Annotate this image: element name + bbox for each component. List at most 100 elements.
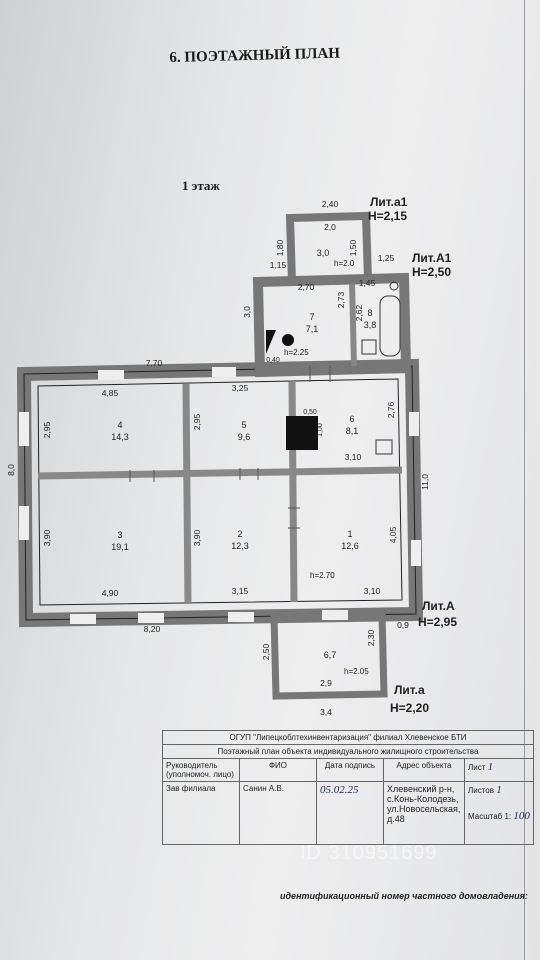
room-7-area: 7,1 <box>306 324 319 334</box>
dim: 11,0 <box>420 474 430 490</box>
stove <box>286 416 318 450</box>
room-8-area: 3,8 <box>364 320 377 330</box>
stamp-role: Зав филиала <box>162 781 240 845</box>
room-7-num: 7 <box>309 312 314 322</box>
dim: 3,0 <box>242 306 252 318</box>
stamp-scale-label: Масштаб 1: <box>468 812 512 821</box>
dim: 2,73 <box>336 291 346 308</box>
room-1-area: 12,6 <box>341 541 359 551</box>
room-4-num: 4 <box>117 420 122 430</box>
room-4-area: 14,3 <box>111 432 129 442</box>
room-1-num: 1 <box>347 529 352 539</box>
dim: 0,50 <box>303 409 317 416</box>
dim: 0,40 <box>266 357 280 364</box>
liter-a1-small-h: Н=2,15 <box>368 209 407 223</box>
height-label: h=2.05 <box>344 667 369 676</box>
liter-a-h: Н=2,20 <box>390 701 429 715</box>
a1-inner-wall <box>349 279 357 367</box>
page-edge-line <box>524 0 525 960</box>
dim: 3,10 <box>364 586 381 596</box>
room-3-area: 19,1 <box>111 542 129 552</box>
dim: 2,95 <box>192 413 202 430</box>
stamp-head-role: Руководитель (уполномоч. лицо) <box>162 758 240 782</box>
liter-a-name: Лит.а <box>394 683 425 697</box>
room-3-num: 3 <box>117 530 122 540</box>
stamp-date: 05.02.25 <box>316 781 384 845</box>
stamp-head-fio: ФИО <box>239 758 317 782</box>
watermark: ID 310951699 <box>300 842 438 864</box>
dim: 2,30 <box>366 629 376 646</box>
room-8-num: 8 <box>367 308 372 318</box>
stamp-head-addr: Адрес объекта <box>383 758 465 782</box>
dim: 2,50 <box>261 643 271 660</box>
room-5-num: 5 <box>241 420 246 430</box>
liter-A-name: Лит.А <box>422 599 455 613</box>
dim: 0,9 <box>397 620 409 630</box>
chimney <box>266 330 276 354</box>
dim: 1,45 <box>359 278 376 288</box>
stamp-desc: Поэтажный план объекта индивидуального ж… <box>162 744 534 759</box>
interior-wall-v2 <box>288 381 298 603</box>
title-block-table: ОГУП "Липецкоблтехинвентаризация" филиал… <box>162 730 534 845</box>
dim: 3,15 <box>232 586 249 596</box>
liter-A1-h: Н=2,50 <box>412 265 451 279</box>
interior-wall-v1 <box>182 383 192 605</box>
boiler <box>282 334 294 346</box>
room-porch-area: 6,7 <box>324 650 337 660</box>
dim: 2,95 <box>42 421 52 438</box>
dim: 1,50 <box>348 239 358 256</box>
dim: 7,70 <box>146 358 163 368</box>
dim: 1,00 <box>317 423 324 437</box>
dim: 1,80 <box>275 239 285 256</box>
room-2-area: 12,3 <box>231 541 249 551</box>
stamp-fio: Санин А.В. <box>239 781 317 845</box>
dim: 3,90 <box>192 529 202 546</box>
dim: 4,05 <box>388 526 398 543</box>
height-label: h=2.25 <box>284 348 309 357</box>
stamp-scale-value: 100 <box>513 810 530 822</box>
stamp-sheets-label: Листов <box>468 786 494 795</box>
main-outer-wall <box>16 358 424 628</box>
a1-ext-wall <box>252 272 412 378</box>
stamp-org: ОГУП "Липецкоблтехинвентаризация" филиал… <box>162 730 534 745</box>
dim: 8,20 <box>144 624 161 634</box>
stamp-sheets-value: 1 <box>496 784 502 796</box>
stamp-head-date: Дата подпись <box>316 758 384 782</box>
dim: 4,85 <box>102 388 119 398</box>
room-5-area: 9,6 <box>238 432 251 442</box>
dim: 2,76 <box>386 401 396 418</box>
floor-label: 1 этаж <box>182 178 220 193</box>
dim: 4,90 <box>102 588 119 598</box>
sink <box>361 339 377 355</box>
hob <box>375 439 393 455</box>
height-label: h=2.70 <box>310 571 335 580</box>
height-label: h=2.0 <box>334 259 355 268</box>
liter-A1-name: Лит.А1 <box>412 251 452 265</box>
interior-wall-h <box>37 466 403 480</box>
dim: 1,15 <box>270 260 287 270</box>
dim: 8,0 <box>6 464 16 476</box>
liter-A-h: Н=2,95 <box>418 615 457 629</box>
dim: 3,25 <box>232 383 249 393</box>
dim: 2,9 <box>320 678 332 688</box>
room-a1-area: 3,0 <box>317 248 330 258</box>
stamp-sheet-label: Лист <box>468 763 486 772</box>
toilet <box>389 281 399 291</box>
dim: 3,4 <box>320 707 332 717</box>
dim: 1,25 <box>378 253 395 263</box>
dim: 2,40 <box>322 199 339 209</box>
dim: 3,90 <box>42 529 52 546</box>
dim: 2,0 <box>324 222 336 232</box>
footer-text: идентификационный номер частного домовла… <box>280 891 528 901</box>
dim: 2,62 <box>354 304 364 321</box>
liter-a1-small-name: Лит.а1 <box>370 195 408 209</box>
stamp-sheet-value: 1 <box>487 761 494 773</box>
dim: 3,10 <box>345 452 362 462</box>
stamp-sheet-cell: Лист 1 <box>464 758 534 782</box>
room-6-num: 6 <box>349 414 354 424</box>
a1-room-wall <box>285 211 373 287</box>
bathtub <box>379 295 401 357</box>
stamp-sheets-cell: Листов 1 Масштаб 1: 100 <box>464 781 534 845</box>
room-2-num: 2 <box>237 529 242 539</box>
